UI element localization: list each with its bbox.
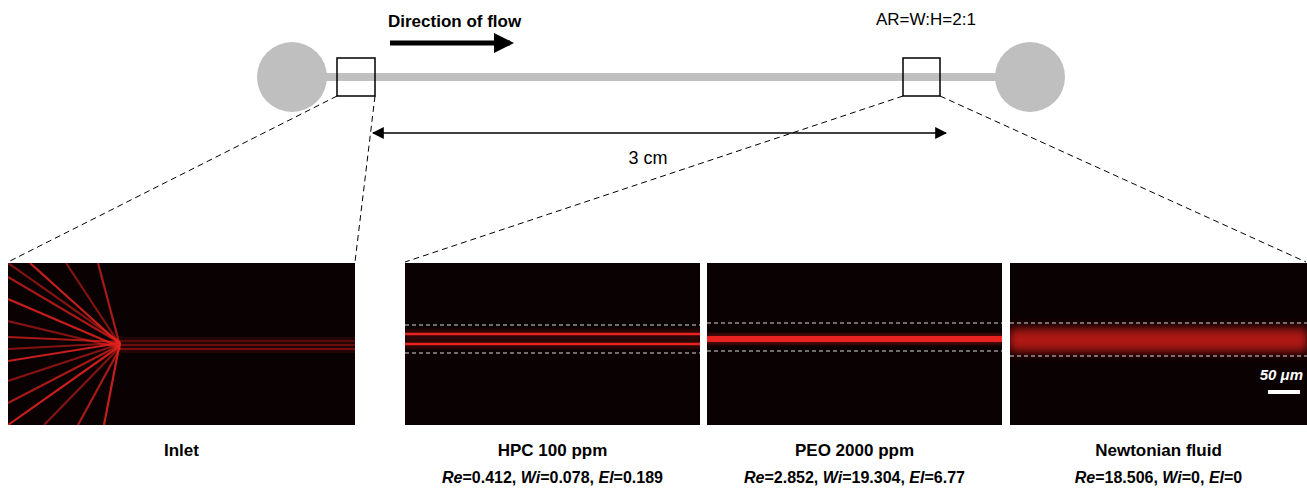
- flow-arrow: [390, 41, 510, 46]
- micrograph-panel: Inlet: [8, 263, 355, 463]
- dark-ground: [405, 263, 700, 425]
- zoom-lines: [8, 96, 1306, 262]
- symbol: Wi: [823, 469, 842, 486]
- channel-wall-guide: [1010, 355, 1307, 356]
- scale-bar: [1268, 390, 1300, 394]
- dark-ground: [8, 263, 355, 425]
- symbol: El: [598, 469, 613, 486]
- symbol: El: [1209, 469, 1224, 486]
- symbol: Re: [442, 469, 462, 486]
- panel-caption: PEO 2000 ppmRe=2.852, Wi=19.304, El=6.77: [707, 263, 1002, 487]
- fluorescence-image: [405, 263, 700, 425]
- channel-wall-guide: [707, 350, 1002, 351]
- outlet-view-box: [903, 58, 940, 96]
- fluorescence-image: [1010, 263, 1307, 425]
- panel-caption: Inlet: [8, 263, 355, 461]
- value: =18.506,: [1095, 469, 1162, 486]
- symbol: Re: [1075, 469, 1095, 486]
- focused-stream: [1010, 327, 1307, 353]
- panel-title: PEO 2000 ppm: [707, 441, 1002, 461]
- dark-ground: [1010, 263, 1307, 425]
- flow-parameters: Re=2.852, Wi=19.304, El=6.77: [707, 469, 1002, 487]
- value: =0.412,: [462, 469, 520, 486]
- aspect-ratio-label: AR=W:H=2:1: [876, 10, 976, 30]
- panel-caption: HPC 100 ppmRe=0.412, Wi=0.078, El=0.189: [405, 263, 700, 487]
- flow-direction-label: Direction of flow: [388, 12, 521, 32]
- channel-wall-guide: [1010, 322, 1307, 323]
- focused-stream: [707, 333, 1002, 345]
- panel-title: Newtonian fluid: [1010, 441, 1307, 461]
- focused-stream: [405, 329, 700, 349]
- value: PEO 2000 ppm: [795, 441, 914, 460]
- symbol: Re: [744, 469, 764, 486]
- value: Newtonian fluid: [1095, 441, 1222, 460]
- value: Inlet: [164, 441, 199, 460]
- inlet-streams: [8, 263, 355, 425]
- micrograph-panel: HPC 100 ppmRe=0.412, Wi=0.078, El=0.189: [405, 263, 700, 489]
- microchannel: [292, 73, 1030, 81]
- value: =0.189: [614, 469, 663, 486]
- symbol: El: [909, 469, 924, 486]
- flow-parameters: Re=18.506, Wi=0, El=0: [1010, 469, 1307, 487]
- panel-title: Inlet: [8, 441, 355, 461]
- value: =0,: [1182, 469, 1209, 486]
- value: =6.77: [924, 469, 964, 486]
- fluorescence-image: [8, 263, 355, 425]
- panel-title: HPC 100 ppm: [405, 441, 700, 461]
- value: HPC 100 ppm: [498, 441, 608, 460]
- value: =0.078,: [540, 469, 598, 486]
- value: =19.304,: [842, 469, 909, 486]
- dimension-arrow: [373, 132, 946, 134]
- flow-parameters: Re=0.412, Wi=0.078, El=0.189: [405, 469, 700, 487]
- channel-wall-guide: [405, 324, 700, 325]
- channel-wall-guide: [405, 352, 700, 353]
- fluorescence-image: [707, 263, 1002, 425]
- symbol: Wi: [1162, 469, 1181, 486]
- scale-bar-label: 50 μm: [1260, 366, 1303, 383]
- dark-ground: [707, 263, 1002, 425]
- channel-wall-guide: [707, 322, 1002, 323]
- value: =2.852,: [764, 469, 822, 486]
- dimension-label: 3 cm: [628, 148, 667, 169]
- micrograph-panel: PEO 2000 ppmRe=2.852, Wi=19.304, El=6.77: [707, 263, 1002, 489]
- inlet-view-box: [337, 58, 375, 96]
- symbol: Wi: [521, 469, 540, 486]
- value: =0: [1224, 469, 1242, 486]
